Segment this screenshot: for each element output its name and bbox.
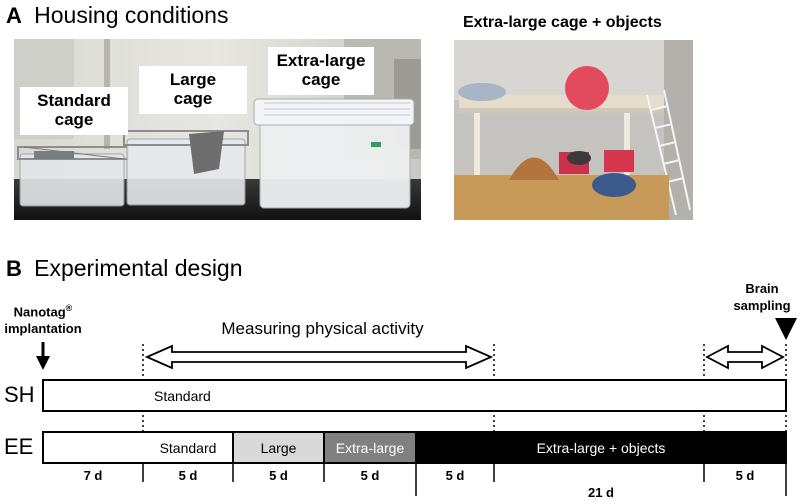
enriched-cage-photo xyxy=(454,40,693,220)
duration-label-5: 5 d xyxy=(445,468,465,483)
ee-extra-large-objects-label: Extra-large + objects xyxy=(536,440,666,456)
implantation-arrow xyxy=(36,342,50,370)
large-cage-shape xyxy=(123,130,249,206)
extra-large-cage-shape xyxy=(253,98,415,209)
sh-row-label: SH xyxy=(4,382,35,407)
brain-sampling-label: Brain sampling xyxy=(724,280,800,314)
extra-large-cage-label: Extra-large cage xyxy=(268,47,374,95)
standard-cage-label-line1: Standard xyxy=(37,91,111,110)
enriched-cage-title: Extra-large cage + objects xyxy=(463,14,662,31)
panel-b-title: Experimental design xyxy=(34,255,243,281)
ee-large-segment xyxy=(232,431,325,464)
duration-label-4: 5 d xyxy=(360,468,380,483)
duration-label-3: 5 d xyxy=(269,468,288,483)
brain-sampling-marker xyxy=(775,318,797,340)
standard-cage-shape xyxy=(17,146,129,207)
nanotag-label-text: Nanotag xyxy=(13,304,66,320)
sh-standard-bar xyxy=(42,379,787,412)
brain-label-text: Brain xyxy=(745,281,779,296)
extra-large-cage-label-line1: Extra-large xyxy=(276,51,366,70)
ee-row-label: EE xyxy=(4,434,34,459)
panel-b-letter: B xyxy=(6,256,22,281)
nanotag-implantation-label: Nanotag® implantation xyxy=(2,300,84,337)
panel-b-heading: B Experimental design xyxy=(6,255,243,282)
ee-extra-large-segment xyxy=(323,431,417,464)
ee-extra-large-objects-segment xyxy=(415,431,787,464)
enriched-cage-illustration xyxy=(454,40,693,220)
panel-a-heading: A Housing conditions xyxy=(6,2,228,29)
activity-arrow-main xyxy=(144,344,494,370)
large-cage-label: Large cage xyxy=(139,66,247,114)
large-cage-label-line1: Large xyxy=(169,70,217,89)
ee-extra-large-label: Extra-large xyxy=(335,440,405,456)
registered-mark: ® xyxy=(65,303,73,313)
phase-guide-lines xyxy=(142,344,787,432)
duration-label-1: 7 d xyxy=(83,468,103,483)
total-duration-label: 21 d xyxy=(587,485,614,500)
duration-label-2: 5 d xyxy=(178,468,198,483)
large-cage-label-line2: cage xyxy=(173,89,213,108)
extra-large-cage-label-line2: cage xyxy=(301,70,341,89)
panel-a-title: Housing conditions xyxy=(34,2,229,28)
standard-cage-label-line2: cage xyxy=(54,110,94,129)
ee-large-label: Large xyxy=(260,440,297,456)
ee-standard-label: Standard xyxy=(159,440,217,456)
panel-a-letter: A xyxy=(6,3,22,28)
duration-label-6: 5 d xyxy=(735,468,755,483)
activity-arrow-final xyxy=(705,344,785,370)
sampling-label-text: sampling xyxy=(733,298,791,313)
implantation-label-text: implantation xyxy=(4,321,82,337)
duration-ticks xyxy=(142,463,787,496)
measuring-activity-label: Measuring physical activity xyxy=(221,319,424,338)
sh-standard-label: Standard xyxy=(154,388,211,404)
standard-cage-label: Standard cage xyxy=(20,87,128,135)
